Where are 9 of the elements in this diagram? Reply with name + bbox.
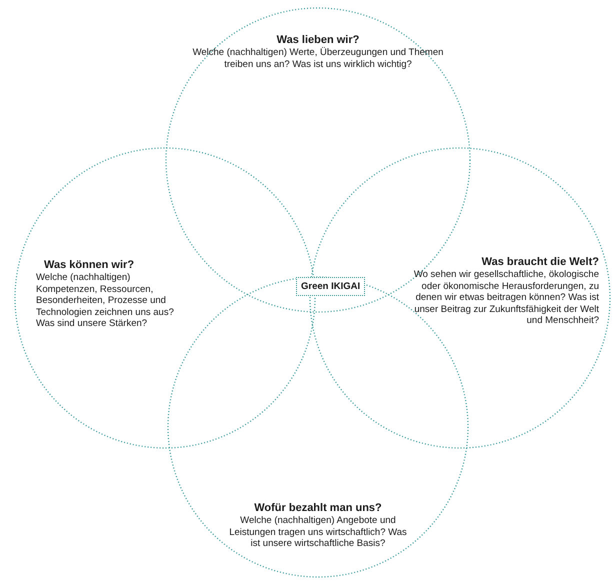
circle-heading: Was braucht die Welt? bbox=[480, 256, 599, 269]
question-text: Wo sehen wir gesellschaftliche, ökologische oder ökonomische Herausforderungen, zu denen wir etwas beitragen können? Was ist unser Beitrag zur Zukunftsfähigkeit der Welt und Menschheit? bbox=[412, 269, 599, 326]
question-text: Welche (nachhaltigen) Kompetenzen, Ressourcen, Besonderheiten, Prozesse und Technologien zeichnen uns aus? Was sind unsere Stärken? bbox=[36, 272, 175, 330]
circle-heading: Was lieben wir? bbox=[276, 34, 360, 47]
question-text: Welche (nachhaltigen) Angebote und Leistungen tragen uns wirtschaftlich? Was ist unsere wirtschaftliche Basis? bbox=[228, 515, 408, 550]
question-text: Welche (nachhaltigen) Werte, Überzeugungen und Themen treiben uns an? Was ist uns wirklich wichtig? bbox=[192, 47, 444, 70]
circle-heading: Was können wir? bbox=[43, 259, 136, 272]
circle-heading: Wofür bezahlt man uns? bbox=[253, 502, 383, 515]
center-label-box: Green IKIGAI bbox=[296, 277, 366, 296]
